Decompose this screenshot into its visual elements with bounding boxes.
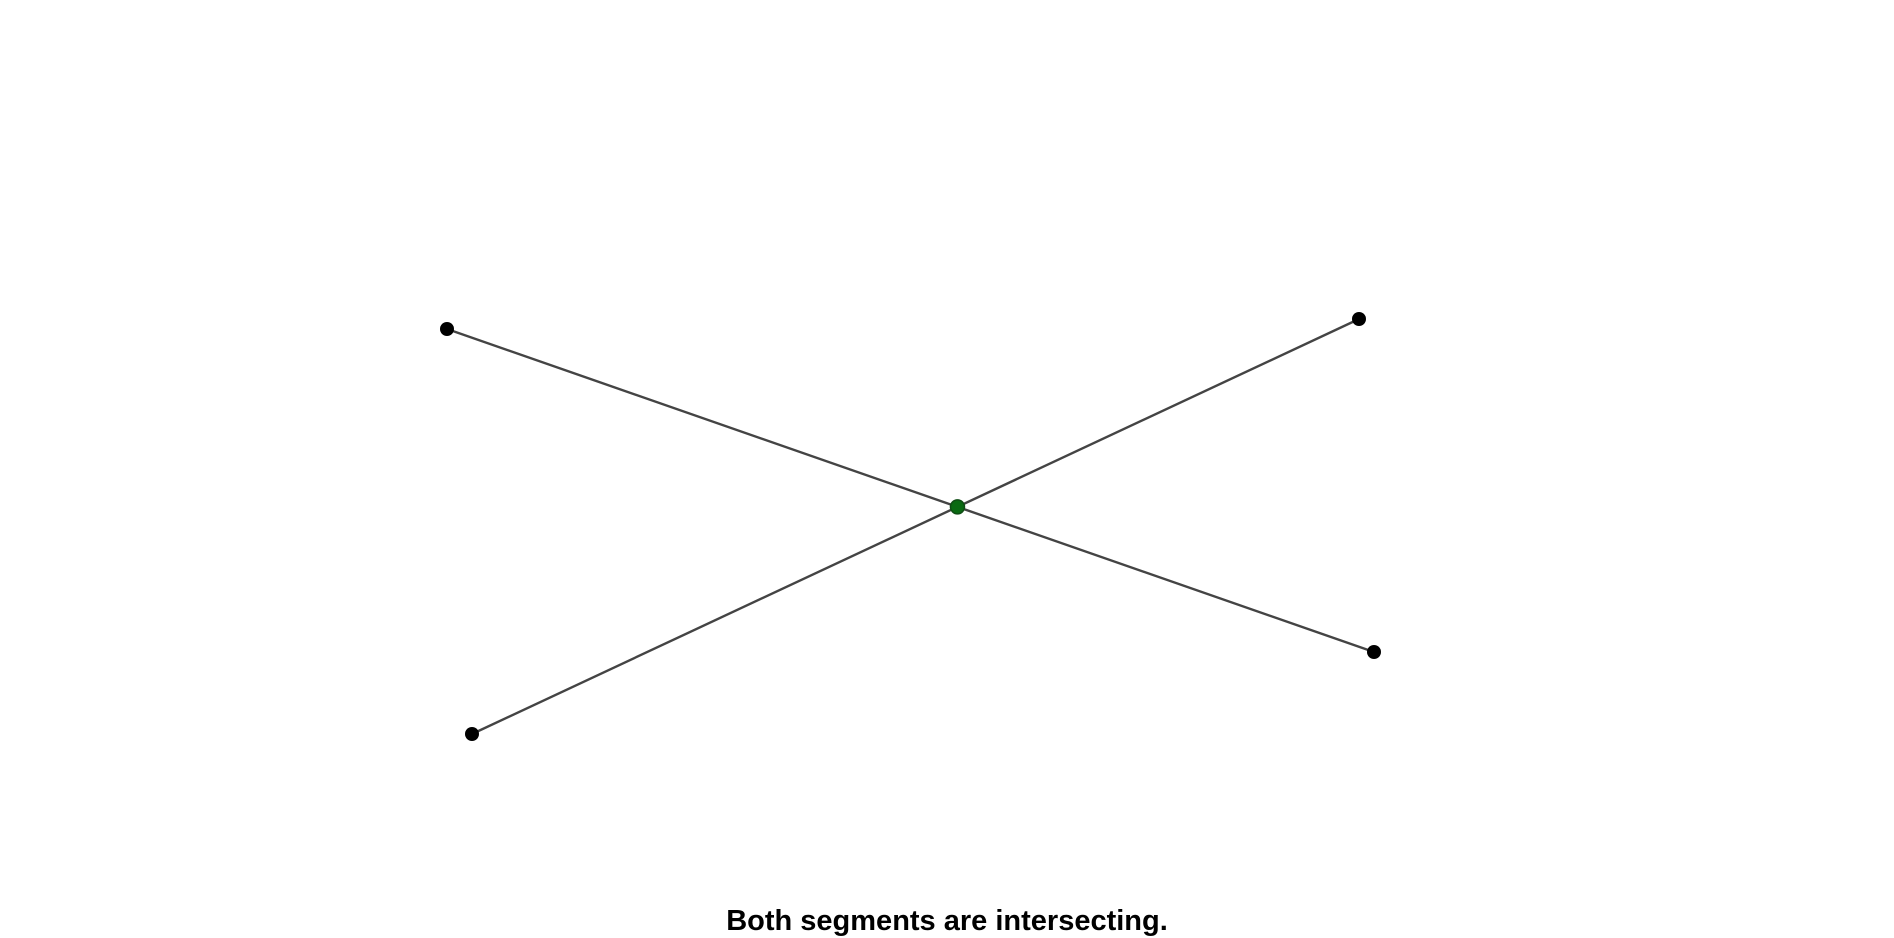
intersection-point — [949, 499, 966, 515]
segment-a — [445, 327, 1376, 654]
segment-b-start-point[interactable] — [465, 727, 479, 741]
segment-a-end-point[interactable] — [1367, 645, 1381, 659]
segment-a-start-point[interactable] — [440, 322, 454, 336]
segment-b-end-point[interactable] — [1352, 312, 1366, 326]
segment-b — [470, 317, 1361, 736]
status-message: Both segments are intersecting. — [726, 905, 1168, 937]
